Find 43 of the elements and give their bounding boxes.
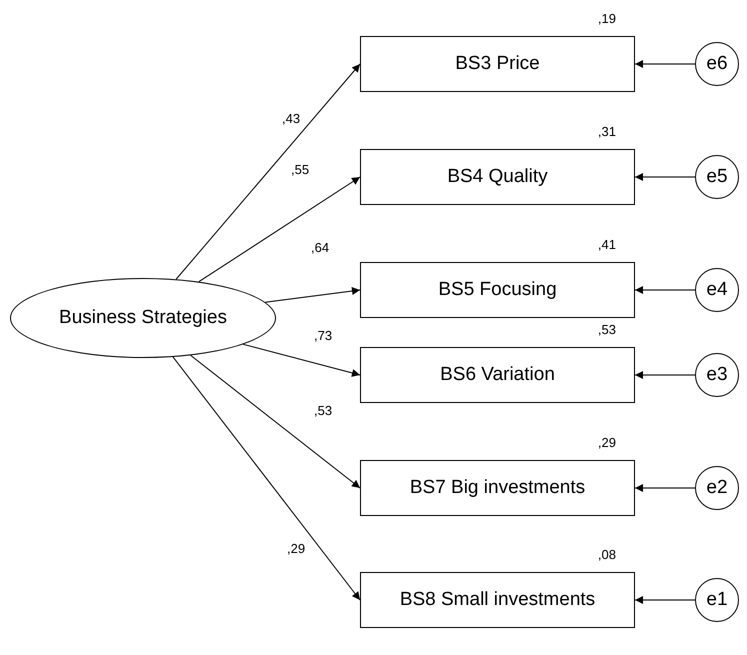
edge-label: ,64 — [310, 240, 330, 255]
squared-multiple-correlation: ,19 — [598, 11, 616, 26]
node-label: BS4 Quality — [447, 166, 548, 188]
arrow — [634, 173, 696, 181]
node-label: e3 — [706, 364, 728, 386]
error-term-circle — [695, 466, 739, 510]
squared-multiple-correlation: ,29 — [598, 435, 616, 450]
error-term-circle — [695, 353, 739, 397]
squared-multiple-correlation: ,41 — [598, 237, 616, 252]
node-label: BS3 Price — [455, 53, 540, 75]
arrow — [634, 484, 696, 492]
node-label: e6 — [706, 53, 728, 75]
node-label: e5 — [706, 166, 728, 188]
node-label: BS6 Variation — [440, 364, 555, 386]
edge-label: ,55 — [290, 162, 310, 177]
node-label: e1 — [706, 589, 728, 611]
squared-multiple-correlation: ,53 — [598, 322, 616, 337]
error-term-circle — [695, 155, 739, 199]
node-label: BS5 Focusing — [438, 279, 557, 301]
squared-multiple-correlation: ,31 — [598, 124, 616, 139]
edge-label: ,73 — [313, 328, 334, 343]
arrow — [634, 60, 696, 68]
arrow — [264, 287, 360, 303]
node-label: BS7 Big investments — [410, 477, 586, 499]
arrow — [198, 176, 360, 282]
node-label: e4 — [706, 279, 728, 301]
arrow — [634, 596, 696, 604]
node-label: e2 — [706, 477, 728, 499]
squared-multiple-correlation: ,08 — [598, 547, 616, 562]
edge-label: ,53 — [313, 403, 334, 418]
error-term-circle — [695, 578, 739, 622]
edge-label: ,29 — [286, 541, 306, 556]
node-label: BS8 Small investments — [400, 589, 596, 611]
error-term-circle — [695, 268, 739, 312]
arrow — [190, 354, 360, 488]
node-label: Business Strategies — [59, 307, 227, 329]
arrow — [242, 344, 360, 377]
error-term-circle — [695, 42, 739, 86]
arrow — [172, 356, 360, 600]
arrow — [634, 371, 696, 379]
arrow — [176, 64, 360, 280]
arrow — [634, 286, 696, 294]
edge-label: ,43 — [281, 111, 302, 126]
